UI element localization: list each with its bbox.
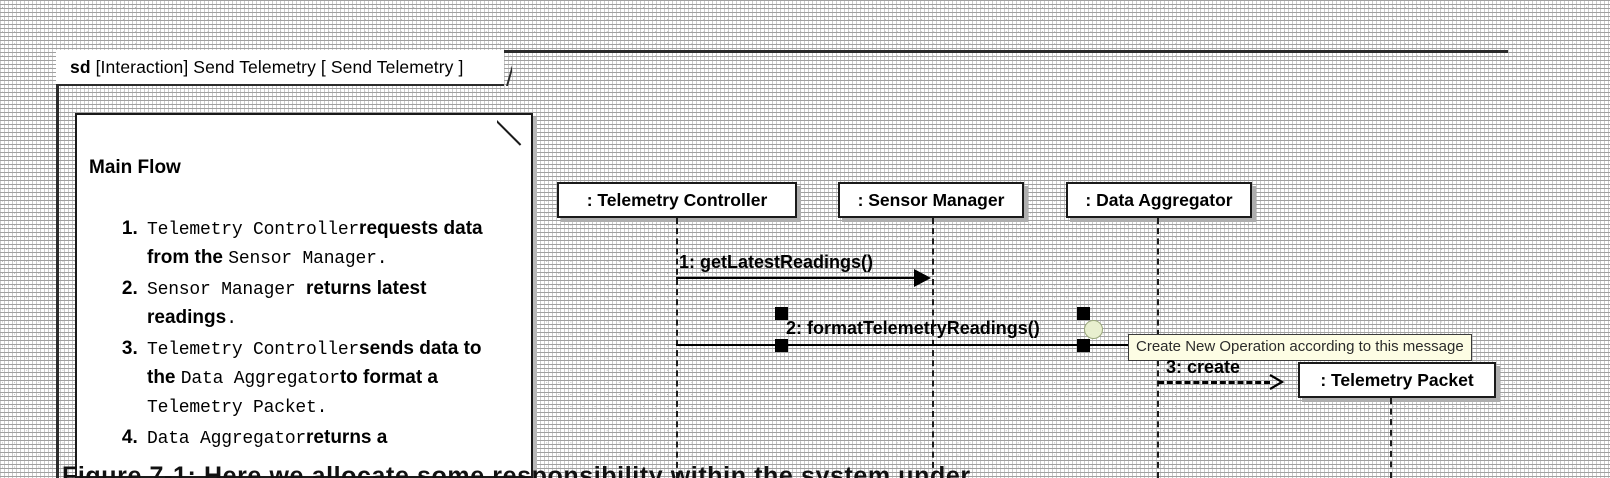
created-object-telemetry-packet[interactable]: : Telemetry Packet bbox=[1298, 362, 1496, 398]
note-code-term: . bbox=[376, 249, 388, 269]
selection-handle-top-right[interactable] bbox=[1077, 307, 1090, 320]
note-step-item: Telemetry Controllerrequests data from t… bbox=[143, 215, 515, 273]
selection-handle-bottom-left[interactable] bbox=[775, 339, 788, 352]
message-line-1[interactable] bbox=[676, 277, 916, 279]
lifeline-label-telemetry-controller: : Telemetry Controller bbox=[586, 189, 768, 210]
message-arrowhead-3 bbox=[1269, 374, 1284, 390]
note-step-item: Telemetry Controllersends data to the Da… bbox=[143, 335, 515, 422]
interaction-frame[interactable] bbox=[56, 50, 1508, 478]
lifeline-line-telemetry-controller bbox=[676, 218, 678, 478]
message-label-3[interactable]: 3: create bbox=[1166, 357, 1241, 377]
selection-handle-bottom-right[interactable] bbox=[1077, 339, 1090, 352]
lifeline-label-data-aggregator: : Data Aggregator bbox=[1085, 189, 1233, 210]
note-code-term: Sensor Manager bbox=[147, 280, 307, 300]
note-title: Main Flow bbox=[89, 157, 181, 178]
lifeline-head-data-aggregator[interactable]: : Data Aggregator bbox=[1066, 182, 1252, 218]
note-fold-line bbox=[497, 115, 531, 149]
note-text: requests data from the bbox=[147, 218, 483, 268]
create-operation-hint-icon[interactable] bbox=[1084, 320, 1103, 339]
message-arrowhead-1 bbox=[914, 269, 931, 287]
figure-caption: Figure 7-1: Here we allocate some respon… bbox=[62, 462, 997, 478]
note-code-term: . bbox=[316, 398, 328, 418]
note-text: to format a bbox=[339, 367, 438, 388]
note-step-item: Data Aggregatorreturns a bbox=[143, 424, 515, 453]
frame-title: [Interaction] Send Telemetry [ Send Tele… bbox=[95, 56, 464, 77]
note-text: returns a bbox=[306, 427, 388, 448]
note-text: sends data to the bbox=[147, 338, 482, 388]
note-step-list: Telemetry Controllerrequests data from t… bbox=[77, 215, 527, 455]
note-code-term: Sensor Manager bbox=[228, 249, 377, 269]
note-code-term: Data Aggregator bbox=[180, 369, 340, 389]
note-step-item: Sensor Manager returns latest readings. bbox=[143, 275, 515, 333]
note-code-term: Telemetry Packet bbox=[147, 398, 317, 418]
created-object-label: : Telemetry Packet bbox=[1320, 369, 1474, 390]
message-label-1[interactable]: 1: getLatestReadings() bbox=[679, 252, 874, 272]
lifeline-line-telemetry-packet bbox=[1390, 398, 1392, 478]
message-line-2[interactable] bbox=[676, 344, 1161, 346]
note-code-term: Telemetry Controller bbox=[147, 220, 360, 240]
lifeline-line-sensor-manager bbox=[932, 218, 934, 478]
message-label-2[interactable]: 2: formatTelemetryReadings() bbox=[786, 318, 1040, 338]
interaction-frame-tab[interactable]: sd [Interaction] Send Telemetry [ Send T… bbox=[56, 50, 504, 86]
interaction-frame-label: sd [Interaction] Send Telemetry [ Send T… bbox=[70, 57, 463, 78]
lifeline-head-telemetry-controller[interactable]: : Telemetry Controller bbox=[557, 182, 797, 218]
lifeline-label-sensor-manager: : Sensor Manager bbox=[857, 189, 1005, 210]
note-code-term: Telemetry Controller bbox=[147, 340, 360, 360]
frame-keyword: sd bbox=[70, 56, 91, 77]
frame-tab-corner bbox=[488, 50, 512, 88]
create-operation-tooltip: Create New Operation according to this m… bbox=[1128, 334, 1472, 361]
message-line-3[interactable] bbox=[1158, 381, 1270, 384]
main-flow-note[interactable]: Main Flow Telemetry Controllerrequests d… bbox=[75, 113, 533, 478]
selection-handle-top-left[interactable] bbox=[775, 307, 788, 320]
note-text: returns latest readings bbox=[147, 278, 427, 328]
note-code-term: Data Aggregator bbox=[147, 429, 307, 449]
lifeline-head-sensor-manager[interactable]: : Sensor Manager bbox=[838, 182, 1024, 218]
note-code-term: . bbox=[226, 309, 237, 329]
